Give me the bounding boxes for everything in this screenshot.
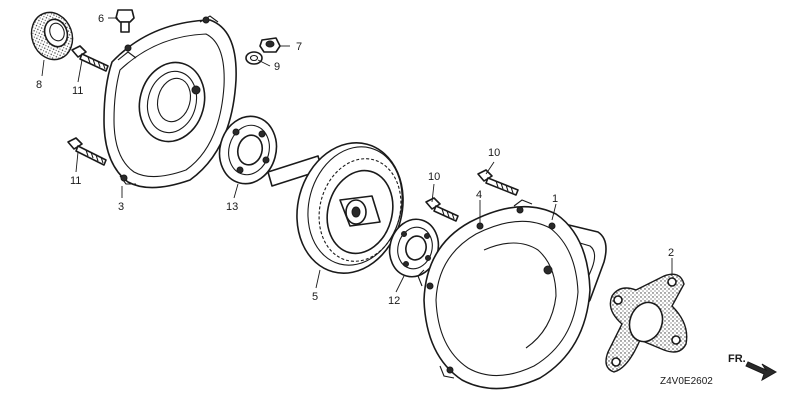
callout-13: 13 [226, 201, 238, 213]
callout-4: 4 [476, 189, 482, 201]
ball-bearing-left-part[interactable] [212, 110, 284, 190]
ring-gear-part[interactable] [267, 131, 417, 285]
callout-2: 2 [668, 247, 674, 259]
front-marker-label: FR. [728, 353, 746, 365]
bolt-plug-top-part[interactable] [115, 9, 135, 33]
washer-part[interactable] [245, 51, 263, 65]
oil-seal-part[interactable] [25, 7, 79, 66]
callout-8: 8 [36, 79, 42, 91]
callout-11-upper: 11 [72, 85, 83, 97]
leader-lines [41, 17, 673, 293]
callout-11-lower: 11 [70, 175, 81, 187]
bolt-10-left-part[interactable] [425, 197, 459, 222]
callout-9: 9 [274, 61, 280, 73]
callout-5: 5 [312, 291, 318, 303]
case-cover-part[interactable] [103, 15, 237, 189]
callout-7: 7 [296, 41, 302, 53]
diagram-code: Z4V0E2602 [660, 376, 713, 387]
callout-3: 3 [118, 201, 124, 213]
bolt-10-right-part[interactable] [477, 169, 519, 196]
gasket-part[interactable] [605, 273, 688, 373]
flange-bolt-upper-part[interactable] [71, 45, 109, 72]
gear-case-part[interactable] [417, 199, 607, 390]
ball-bearing-right-part[interactable] [383, 214, 444, 282]
drain-plug-part[interactable] [259, 37, 281, 53]
front-direction-arrow-icon [745, 361, 778, 382]
callout-12: 12 [388, 295, 400, 307]
callout-6: 6 [98, 13, 104, 25]
callout-10-left: 10 [428, 171, 440, 183]
callout-1: 1 [552, 193, 558, 205]
flange-bolt-lower-part[interactable] [67, 137, 107, 166]
callout-10-right: 10 [488, 147, 500, 159]
